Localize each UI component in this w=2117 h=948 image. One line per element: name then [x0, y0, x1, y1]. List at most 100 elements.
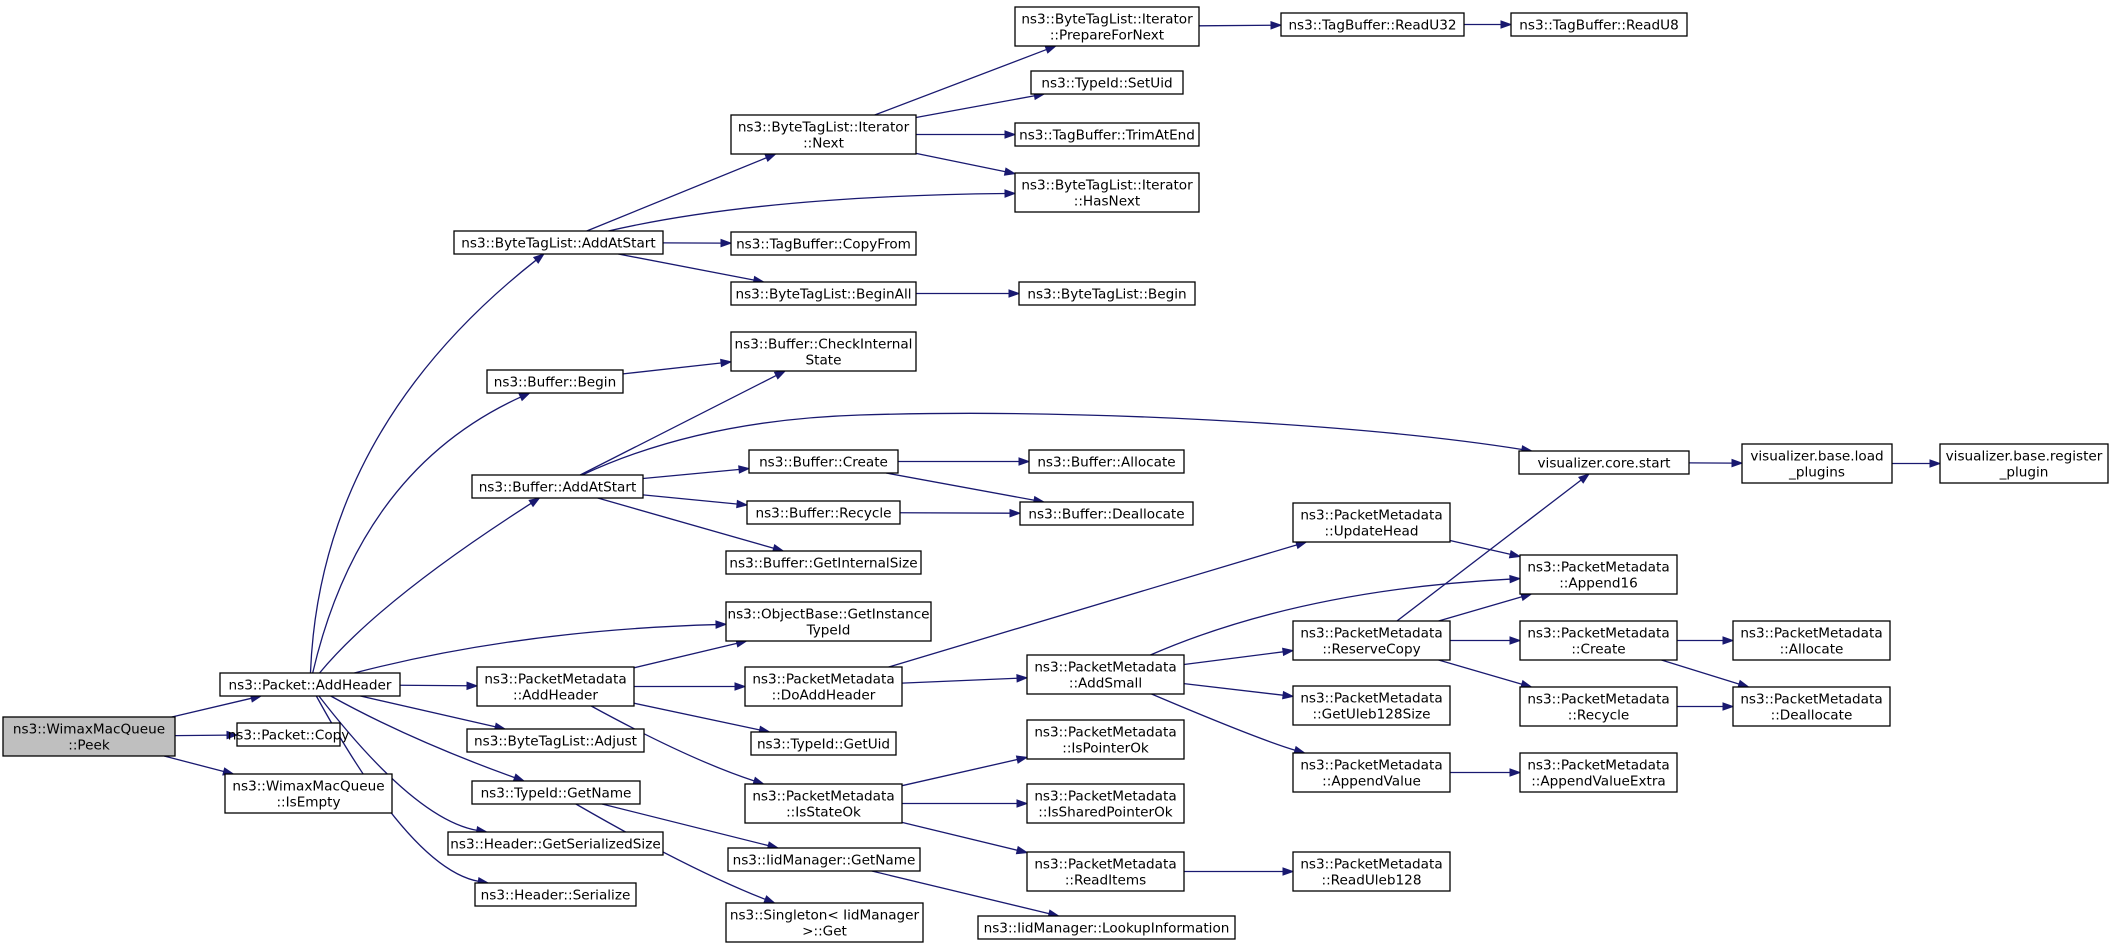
node-btl-beginall[interactable]: ns3::ByteTagList::BeginAll	[730, 281, 917, 306]
node-packet-copy[interactable]: ns3::Packet::Copy	[228, 722, 350, 747]
edge-line	[1183, 683, 1285, 696]
node-btl-it-preparefornext[interactable]: ns3::ByteTagList::Iterator::PrepareForNe…	[1014, 6, 1200, 47]
edge-buffer-begin-to-buffer-checkinternalstate	[622, 358, 733, 375]
node-pm-isstateok[interactable]: ns3::PacketMetadata::IsStateOk	[744, 783, 903, 824]
edge-line	[171, 697, 253, 718]
node-box	[750, 731, 897, 756]
node-box	[1019, 501, 1194, 526]
node-label-line: ::IsEmpty	[276, 795, 340, 811]
node-pm-getuleb128size[interactable]: ns3::PacketMetadata::GetUleb128Size	[1292, 685, 1451, 726]
node-buffer-create[interactable]: ns3::Buffer::Create	[748, 449, 899, 474]
node-tb-readu32[interactable]: ns3::TagBuffer::ReadU32	[1280, 12, 1465, 37]
node-queue-isempty[interactable]: ns3::WimaxMacQueue::IsEmpty	[224, 773, 393, 814]
node-viz-base-register-plugin[interactable]: visualizer.base.register_plugin	[1939, 443, 2109, 484]
node-pm-append16[interactable]: ns3::PacketMetadata::Append16	[1519, 554, 1678, 595]
node-header-getserializedsize[interactable]: ns3::Header::GetSerializedSize	[447, 831, 664, 856]
node-btl-adjust[interactable]: ns3::ByteTagList::Adjust	[466, 728, 645, 753]
node-box	[1510, 12, 1688, 37]
edge-buffer-create-to-buffer-allocate	[898, 457, 1031, 466]
node-label-line: ns3::TagBuffer::ReadU8	[1519, 18, 1678, 34]
edge-pm-addsmall-to-pm-reservecopy	[1183, 647, 1295, 666]
edge-arrowhead	[532, 253, 546, 264]
edge-line	[901, 677, 1019, 684]
edge-arrowhead	[1016, 673, 1029, 683]
node-typeid-getname[interactable]: ns3::TypeId::GetName	[471, 780, 641, 805]
node-tb-trimatend[interactable]: ns3::TagBuffer::TrimAtEnd	[1014, 122, 1200, 147]
node-label-line: ns3::TypeId::GetUid	[757, 737, 890, 753]
edge-arrowhead	[763, 895, 776, 904]
node-box	[1292, 752, 1451, 793]
node-pm-addheader[interactable]: ns3::PacketMetadata::AddHeader	[476, 666, 635, 707]
nodes-layer: ns3::WimaxMacQueue::Peek ns3::Packet::Add…	[2, 6, 2109, 943]
edge-arrowhead	[715, 620, 728, 629]
node-btl-addatstart[interactable]: ns3::ByteTagList::AddAtStart	[453, 230, 664, 255]
node-singleton-get[interactable]: ns3::Singleton< IidManager>::Get	[725, 902, 924, 943]
node-buffer-recycle[interactable]: ns3::Buffer::Recycle	[746, 500, 901, 525]
node-btl-begin[interactable]: ns3::ByteTagList::Begin	[1018, 281, 1196, 306]
node-pm-appendvalueextra[interactable]: ns3::PacketMetadata::AppendValueExtra	[1519, 752, 1678, 793]
edge-arrowhead	[1929, 459, 1942, 468]
node-buffer-addatstart[interactable]: ns3::Buffer::AddAtStart	[471, 474, 644, 499]
node-label-line: ns3::PacketMetadata	[1740, 692, 1882, 708]
node-label-line: visualizer.base.load	[1750, 449, 1883, 465]
node-pm-doaddheader[interactable]: ns3::PacketMetadata::DoAddHeader	[744, 666, 903, 707]
node-pm-updatehead[interactable]: ns3::PacketMetadata::UpdateHead	[1292, 502, 1451, 543]
node-box	[1026, 851, 1185, 892]
edge-arrowhead	[1016, 799, 1029, 808]
edge-line	[360, 695, 497, 728]
node-label-line: ns3::Buffer::CheckInternal	[735, 337, 913, 353]
edge-line	[330, 695, 516, 779]
node-pm-recycle[interactable]: ns3::PacketMetadata::Recycle	[1519, 686, 1678, 727]
edge-pm-reservecopy-to-pm-recycle	[1438, 659, 1533, 689]
node-label-line: ns3::PacketMetadata	[484, 672, 626, 688]
node-pm-addsmall[interactable]: ns3::PacketMetadata::AddSmall	[1026, 654, 1185, 695]
node-buffer-allocate[interactable]: ns3::Buffer::Allocate	[1028, 449, 1185, 474]
node-tb-copyfrom[interactable]: ns3::TagBuffer::CopyFrom	[730, 231, 917, 256]
node-packet-addheader[interactable]: ns3::Packet::AddHeader	[219, 672, 401, 697]
edge-arrowhead	[773, 370, 787, 380]
edge-btl-addatstart-to-btl-it-hasnext	[608, 189, 1017, 232]
node-buffer-begin[interactable]: ns3::Buffer::Begin	[486, 369, 624, 394]
edge-arrowhead	[1282, 690, 1295, 700]
node-box	[725, 550, 922, 575]
node-label-line: ns3::ByteTagList::AddAtStart	[461, 236, 655, 252]
node-viz-base-load-plugins[interactable]: visualizer.base.load_plugins	[1741, 443, 1893, 484]
node-box	[466, 728, 645, 753]
node-pm-deallocate[interactable]: ns3::PacketMetadata::Deallocate	[1732, 686, 1891, 727]
node-iid-getname[interactable]: ns3::IidManager::GetName	[727, 847, 921, 872]
node-viz-core-start[interactable]: visualizer.core.start	[1518, 450, 1690, 475]
node-typeid-setuid[interactable]: ns3::TypeId::SetUid	[1030, 70, 1184, 95]
edge-arrowhead	[1509, 768, 1522, 777]
node-box	[1014, 122, 1200, 147]
node-pm-ispointerok[interactable]: ns3::PacketMetadata::IsPointerOk	[1026, 719, 1185, 760]
edge-line	[901, 758, 1019, 787]
node-label-line: ns3::TagBuffer::TrimAtEnd	[1019, 128, 1195, 144]
node-peek[interactable]: ns3::WimaxMacQueue::Peek	[2, 716, 176, 757]
edge-btl-it-next-to-typeid-setuid	[915, 91, 1046, 119]
edge-line	[885, 472, 1036, 502]
node-buffer-deallocate[interactable]: ns3::Buffer::Deallocate	[1019, 501, 1194, 526]
node-box	[1518, 450, 1690, 475]
node-label-line: ::PrepareForNext	[1050, 28, 1164, 44]
node-pm-appendvalue[interactable]: ns3::PacketMetadata::AppendValue	[1292, 752, 1451, 793]
node-pm-reservecopy[interactable]: ns3::PacketMetadata::ReserveCopy	[1292, 620, 1451, 661]
node-pm-readitems[interactable]: ns3::PacketMetadata::ReadItems	[1026, 851, 1185, 892]
node-pm-issharedpointerok[interactable]: ns3::PacketMetadata::IsSharedPointerOk	[1026, 783, 1185, 824]
node-btl-it-hasnext[interactable]: ns3::ByteTagList::Iterator::HasNext	[1014, 172, 1200, 213]
node-pm-allocate[interactable]: ns3::PacketMetadata::Allocate	[1732, 620, 1891, 661]
node-label-line: ns3::ByteTagList::Adjust	[474, 734, 637, 750]
edge-line	[1198, 24, 1273, 27]
edge-packet-addheader-to-buffer-begin	[312, 392, 532, 674]
edge-line	[354, 623, 718, 674]
node-btl-it-next[interactable]: ns3::ByteTagList::Iterator::Next	[730, 114, 917, 155]
node-buffer-getinternalsize[interactable]: ns3::Buffer::GetInternalSize	[725, 550, 922, 575]
node-pm-create[interactable]: ns3::PacketMetadata::Create	[1519, 620, 1678, 661]
edge-pm-isstateok-to-pm-ispointerok	[901, 755, 1029, 787]
node-header-serialize[interactable]: ns3::Header::Serialize	[474, 882, 637, 907]
node-tb-readu8[interactable]: ns3::TagBuffer::ReadU8	[1510, 12, 1688, 37]
node-typeid-getuid[interactable]: ns3::TypeId::GetUid	[750, 731, 897, 756]
node-pm-readuleb128[interactable]: ns3::PacketMetadata::ReadUleb128	[1292, 851, 1451, 892]
node-iid-lookupinformation[interactable]: ns3::IidManager::LookupInformation	[977, 915, 1236, 940]
